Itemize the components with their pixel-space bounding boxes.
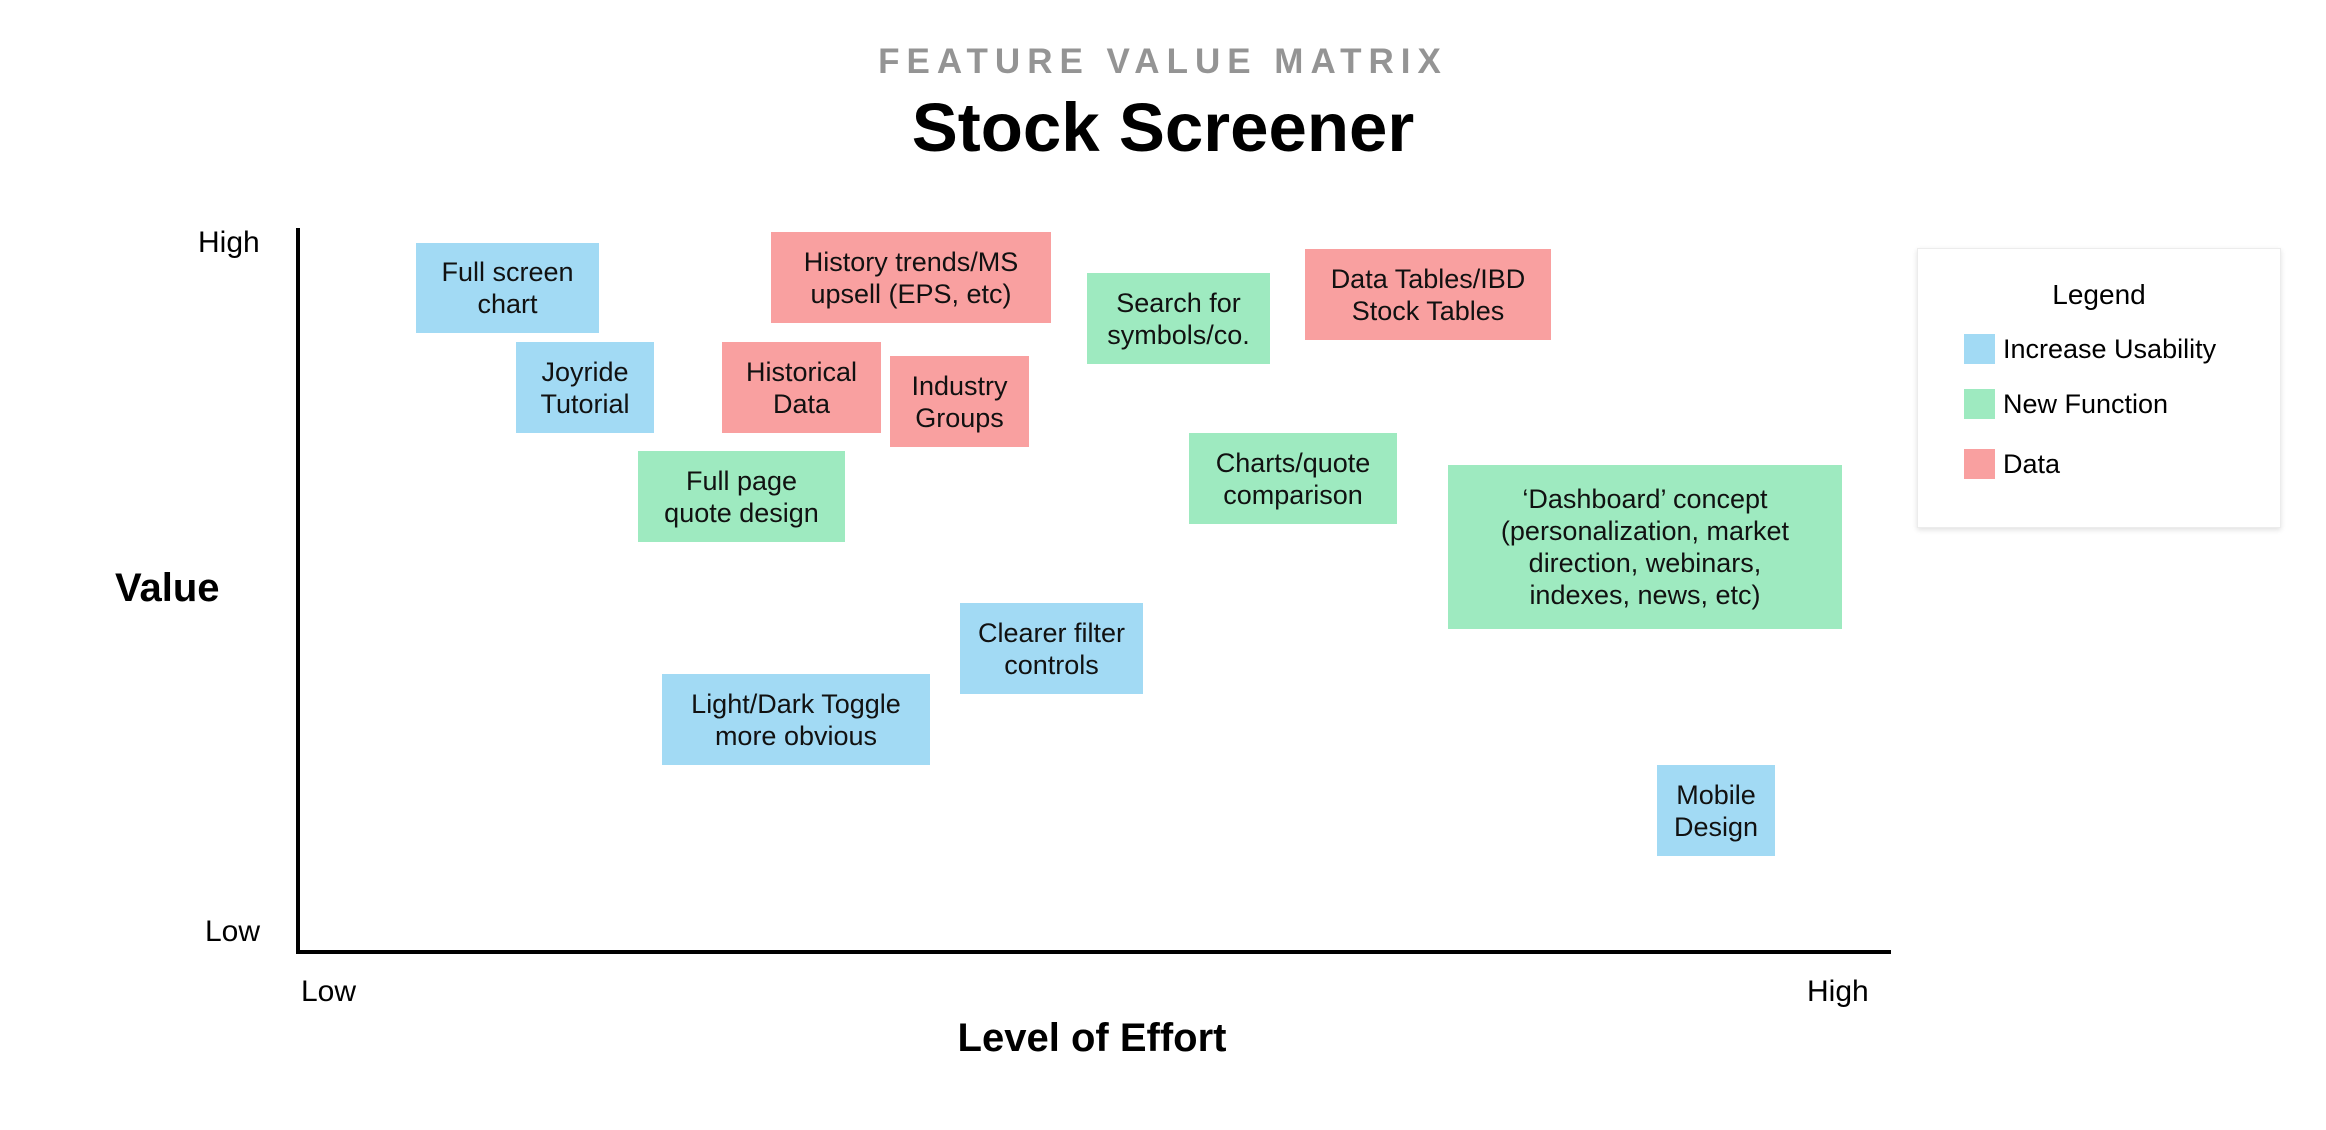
legend-swatch <box>1964 389 1995 419</box>
feature-label: Joyride Tutorial <box>540 356 630 419</box>
feature-card: ‘Dashboard’ concept (personalization, ma… <box>1448 465 1842 629</box>
y-axis-line <box>296 228 300 954</box>
x-axis-title: Level of Effort <box>957 1016 1227 1060</box>
legend-item-data: Data <box>1964 448 2060 480</box>
x-axis-low-label: Low <box>301 975 357 1008</box>
feature-label: Industry Groups <box>911 370 1008 433</box>
feature-card: Charts/quote comparison <box>1189 433 1397 524</box>
feature-label: Light/Dark Toggle more obvious <box>691 688 901 751</box>
feature-label: Mobile Design <box>1673 779 1759 842</box>
feature-card: Joyride Tutorial <box>516 342 654 433</box>
feature-label: ‘Dashboard’ concept (personalization, ma… <box>1500 484 1790 610</box>
feature-card: Industry Groups <box>890 356 1029 447</box>
feature-label: Full page quote design <box>664 465 819 528</box>
matrix-kicker: FEATURE VALUE MATRIX <box>878 42 1448 81</box>
legend-swatch <box>1964 449 1995 479</box>
legend: Legend Increase Usability New Function D… <box>1917 248 2281 528</box>
legend-swatch <box>1964 334 1995 364</box>
feature-label: Search for symbols/co. <box>1107 287 1250 350</box>
feature-card: Data Tables/IBD Stock Tables <box>1305 249 1551 340</box>
x-axis-line <box>296 950 1891 954</box>
legend-label: Increase Usability <box>2003 333 2217 364</box>
legend-item-usability: Increase Usability <box>1964 333 2216 365</box>
feature-label: Full screen chart <box>441 257 574 319</box>
feature-label: Data Tables/IBD Stock Tables <box>1330 263 1526 326</box>
feature-card: Search for symbols/co. <box>1087 273 1270 364</box>
y-axis-title: Value <box>115 566 220 610</box>
feature-card: Full page quote design <box>638 451 845 542</box>
legend-label: New Function <box>2003 388 2169 419</box>
feature-card: Mobile Design <box>1657 765 1775 856</box>
feature-card: Historical Data <box>722 342 881 433</box>
feature-label: Historical Data <box>745 356 858 419</box>
x-axis-high-label: High <box>1807 975 1869 1008</box>
legend-item-new-function: New Function <box>1964 388 2168 420</box>
feature-card: Clearer filter controls <box>960 603 1143 694</box>
feature-label: Charts/quote comparison <box>1215 447 1371 510</box>
feature-label: History trends/MS upsell (EPS, etc) <box>803 246 1019 309</box>
y-axis-low-label: Low <box>205 915 261 948</box>
feature-card: Full screen chart <box>416 243 599 333</box>
legend-title: Legend <box>2052 279 2146 310</box>
feature-card: Light/Dark Toggle more obvious <box>662 674 930 765</box>
feature-label: Clearer filter controls <box>977 617 1126 680</box>
legend-label: Data <box>2003 448 2061 479</box>
page-title: Stock Screener <box>911 89 1415 166</box>
feature-card: History trends/MS upsell (EPS, etc) <box>771 232 1051 323</box>
y-axis-high-label: High <box>198 226 260 259</box>
